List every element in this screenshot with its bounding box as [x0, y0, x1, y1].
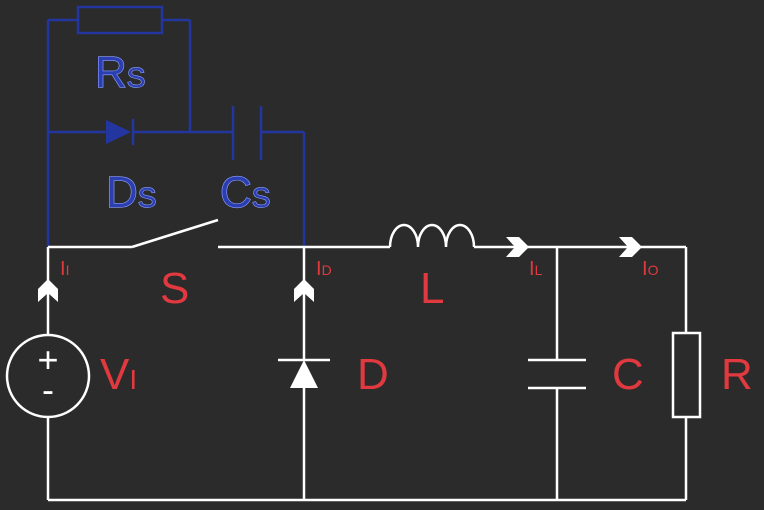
- switch-blade: [131, 218, 219, 249]
- inductor-current-arrow: [506, 237, 529, 257]
- output-capacitor-symbol: [528, 358, 586, 390]
- svg-text:-: -: [42, 369, 54, 410]
- svg-text:+: +: [37, 339, 58, 380]
- voltage-source-symbol: + -: [5, 333, 91, 419]
- output-current-arrow: [619, 237, 642, 257]
- resistor-label: R: [721, 350, 753, 399]
- load-resistor-symbol: [671, 331, 702, 419]
- diode-label: D: [357, 350, 389, 399]
- snubber-network: [46, 18, 306, 247]
- main-wiring: [46, 245, 688, 502]
- inductor-symbol: [388, 223, 476, 248]
- inductor-current-label: IL: [529, 258, 543, 280]
- inductor-label: L: [420, 264, 444, 313]
- snubber-diode-label: DS: [106, 168, 156, 217]
- diode-current-label: ID: [316, 258, 332, 280]
- output-current-label: IO: [642, 258, 659, 280]
- snubber-diode-symbol: [106, 119, 135, 145]
- source-label: VI: [100, 350, 137, 399]
- input-current-label: II: [60, 258, 69, 280]
- snubber-capacitor-symbol: [231, 106, 263, 160]
- input-current-arrow: [38, 279, 58, 302]
- snubber-resistor-symbol: [76, 5, 164, 35]
- capacitor-label: C: [612, 350, 644, 399]
- freewheel-diode-symbol: [278, 358, 330, 388]
- snubber-resistor-label: RS: [95, 48, 145, 97]
- snubber-capacitor-label: CS: [220, 168, 270, 217]
- diode-current-arrow: [294, 279, 314, 302]
- switch-label: S: [160, 264, 189, 313]
